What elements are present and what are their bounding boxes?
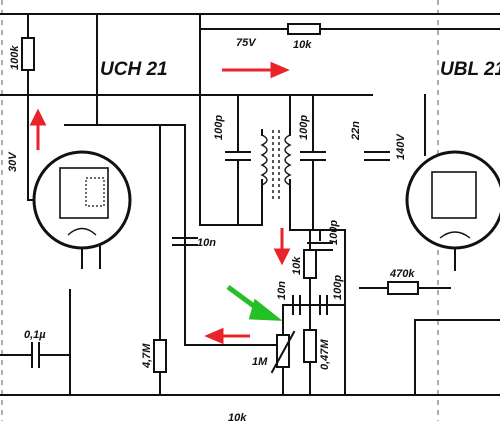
label-10n-b: 10n: [276, 281, 288, 300]
arrow-left-bottom: [204, 327, 250, 345]
label-01u: 0,1µ: [24, 329, 46, 341]
label-22n: 22n: [350, 121, 362, 141]
label-75v: 75V: [236, 37, 257, 49]
label-100p-a: 100p: [213, 115, 225, 140]
label-bottom: 10k: [228, 412, 247, 421]
label-10k-mid: 10k: [291, 256, 303, 275]
label-10n: 10n: [197, 237, 216, 249]
tube-ubl21-cathode: [439, 231, 471, 239]
tube-ubl21-envelope: [405, 150, 500, 250]
label-100k: 100k: [9, 45, 21, 70]
tube-uch21-electrodes: [59, 167, 109, 219]
tube-ubl21-electrodes: [431, 171, 477, 219]
label-140v: 140V: [395, 133, 407, 160]
resistor-47m: [153, 339, 167, 373]
label-047m: 0,47M: [319, 339, 331, 370]
tube-uch21-grid: [85, 177, 105, 207]
transformer-primary-coil: [260, 134, 268, 186]
tube-right-label: UBL 21: [440, 59, 500, 80]
label-1m: 1M: [252, 356, 268, 368]
tube-left-label: UCH 21: [100, 59, 168, 80]
label-470k: 470k: [389, 268, 415, 280]
label-100p-c: 100p: [328, 220, 340, 245]
label-30v: 30V: [7, 151, 19, 172]
resistor-100k: [21, 37, 35, 71]
arrow-down-mid: [273, 228, 291, 266]
resistor-10k-top: [287, 23, 321, 35]
tube-uch21-envelope: [32, 150, 132, 250]
label-100p-d: 100p: [332, 275, 344, 300]
resistor-10k-mid: [303, 249, 317, 279]
arrow-up-left: [29, 108, 47, 150]
label-100p-b: 100p: [298, 115, 310, 140]
label-10k-top: 10k: [293, 39, 312, 51]
tube-uch21-cathode: [67, 227, 97, 236]
potentiometer-wiper: [270, 330, 296, 374]
green-pointer-arrow: [226, 284, 283, 321]
transformer-secondary-coil: [284, 134, 292, 186]
arrow-right-top: [222, 61, 290, 79]
resistor-470k: [387, 281, 419, 295]
label-47m: 4,7M: [141, 343, 153, 369]
resistor-047m: [303, 329, 317, 363]
